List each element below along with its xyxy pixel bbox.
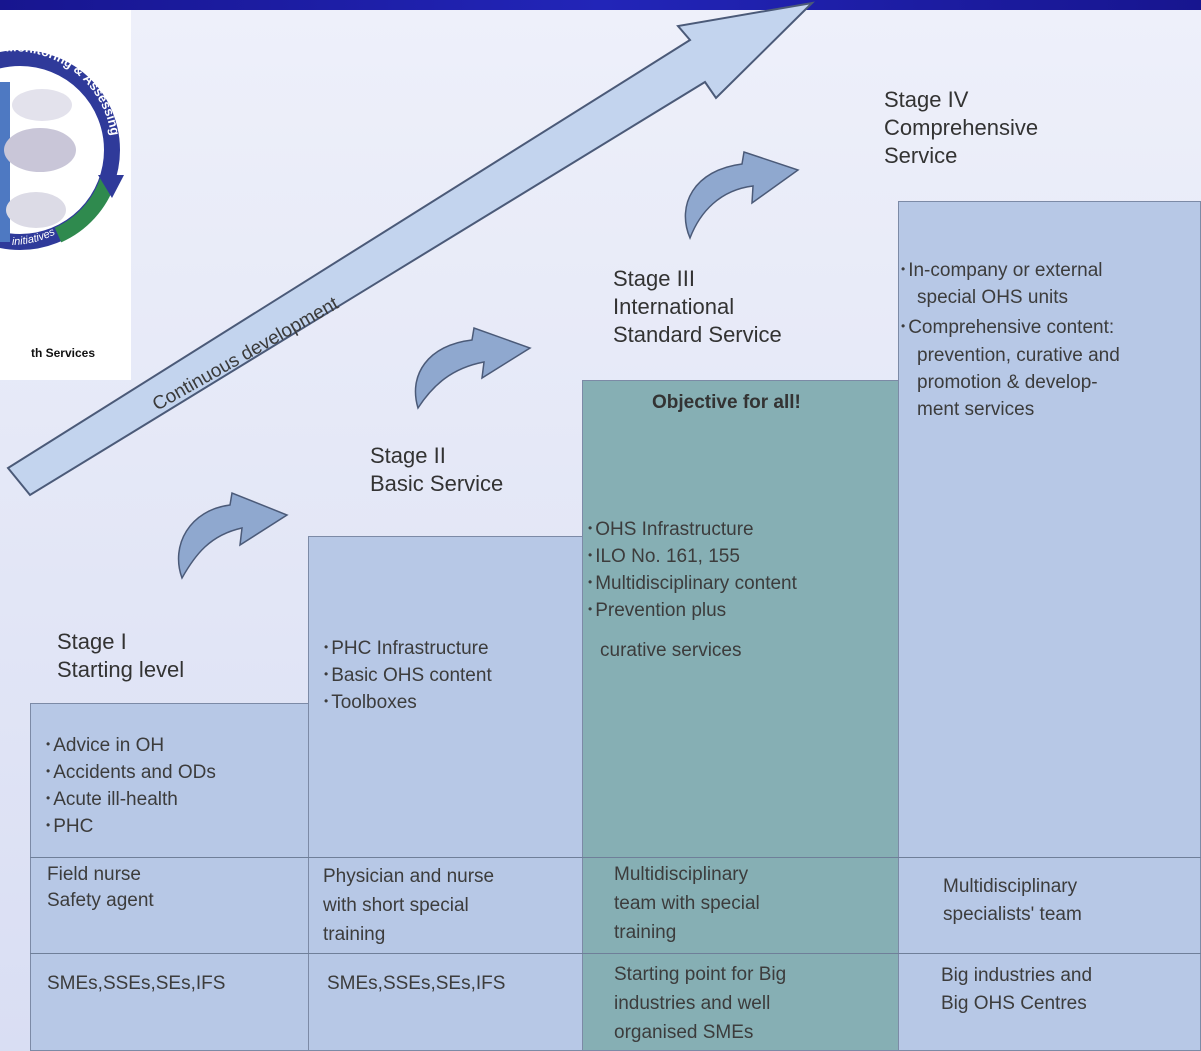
list-item: PHC — [46, 814, 216, 841]
stage-1-title: Stage I Starting level — [57, 628, 184, 684]
stage-4-item1-continuation: special OHS units — [917, 287, 1069, 308]
stage-3-objective: Objective for all! — [652, 392, 801, 413]
staff-row-divider — [30, 857, 1201, 858]
stage-2-staff: Physician and nurse with short special t… — [323, 866, 495, 945]
list-item: Basic OHS content — [324, 663, 492, 690]
continuous-development-arrow-icon — [6, 1, 815, 497]
stage-2-title: Stage II Basic Service — [370, 442, 503, 498]
stage-3-title-line2: International — [613, 294, 735, 319]
stage-1-items: Advice in OH Accidents and ODs Acute ill… — [46, 733, 216, 841]
list-item: OHS Infrastructure — [588, 517, 797, 544]
stage-4-items-2: Comprehensive content: — [901, 315, 1114, 342]
stage-4-staff: Multidisciplinary specialists' team — [943, 876, 1082, 925]
stage-3-title-line1: Stage III — [613, 266, 695, 291]
stage-3-title-line3: Standard Service — [613, 322, 782, 347]
stage-1-staff: Field nurse Safety agent — [47, 864, 154, 911]
stage-3-title: Stage III International Standard Service — [613, 265, 782, 349]
list-item: Prevention plus — [588, 598, 797, 625]
stage-4-items: In-company or external — [901, 258, 1102, 285]
curved-arrow-3-icon — [684, 151, 800, 241]
stage-4-target: Big industries and Big OHS Centres — [941, 965, 1093, 1014]
stage-3-target: Starting point for Big industries and we… — [614, 964, 787, 1043]
list-item: ILO No. 161, 155 — [588, 544, 797, 571]
arrow-label: Continuous development — [149, 293, 343, 415]
list-item: Acute ill-health — [46, 787, 216, 814]
list-item: In-company or external — [901, 258, 1102, 285]
logo-arrowhead-icon — [98, 175, 124, 198]
stage-2-title-line1: Stage II — [370, 443, 446, 468]
stage-2-target: SMEs,SSEs,SEs,IFS — [327, 973, 506, 994]
stage-3-column — [582, 380, 899, 1051]
stage-4-column — [898, 201, 1201, 1051]
slide-top-bar — [0, 0, 1201, 10]
stage-1-target: SMEs,SSEs,SEs,IFS — [47, 973, 226, 994]
stage-4-title-line3: Service — [884, 143, 958, 168]
list-item: PHC Infrastructure — [324, 636, 492, 663]
stage-4-item2-continuation: prevention, curative and promotion & dev… — [917, 345, 1120, 420]
stage-3-staff: Multidisciplinary team with special trai… — [614, 864, 760, 943]
stage-3-items: OHS Infrastructure ILO No. 161, 155 Mult… — [588, 517, 797, 625]
stage-2-title-line2: Basic Service — [370, 471, 504, 496]
stage-2-items: PHC Infrastructure Basic OHS content Too… — [324, 636, 492, 717]
list-item: Advice in OH — [46, 733, 216, 760]
logo-graphic: Monitoring & Assessing initiatives — [0, 39, 124, 250]
list-item: Comprehensive content: — [901, 315, 1114, 342]
list-item: Accidents and ODs — [46, 760, 216, 787]
stage-1-title-line2: Starting level — [57, 657, 185, 682]
list-item: Toolboxes — [324, 690, 492, 717]
stage-3-item-continuation: curative services — [600, 640, 742, 661]
stage-4-title-line1: Stage IV — [884, 87, 969, 112]
logo-caption: th Services — [30, 346, 95, 360]
stage-4-title-line2: Comprehensive — [884, 115, 1039, 140]
curved-arrow-2-icon — [414, 326, 532, 410]
list-item: Multidisciplinary content — [588, 571, 797, 598]
stage-4-title: Stage IV Comprehensive Service — [884, 86, 1038, 170]
logo-panel: Monitoring & Assessing initiatives th Se… — [0, 10, 131, 380]
curved-arrow-1-icon — [177, 491, 289, 580]
stage-1-title-line1: Stage I — [57, 629, 127, 654]
target-row-divider — [30, 953, 1201, 954]
